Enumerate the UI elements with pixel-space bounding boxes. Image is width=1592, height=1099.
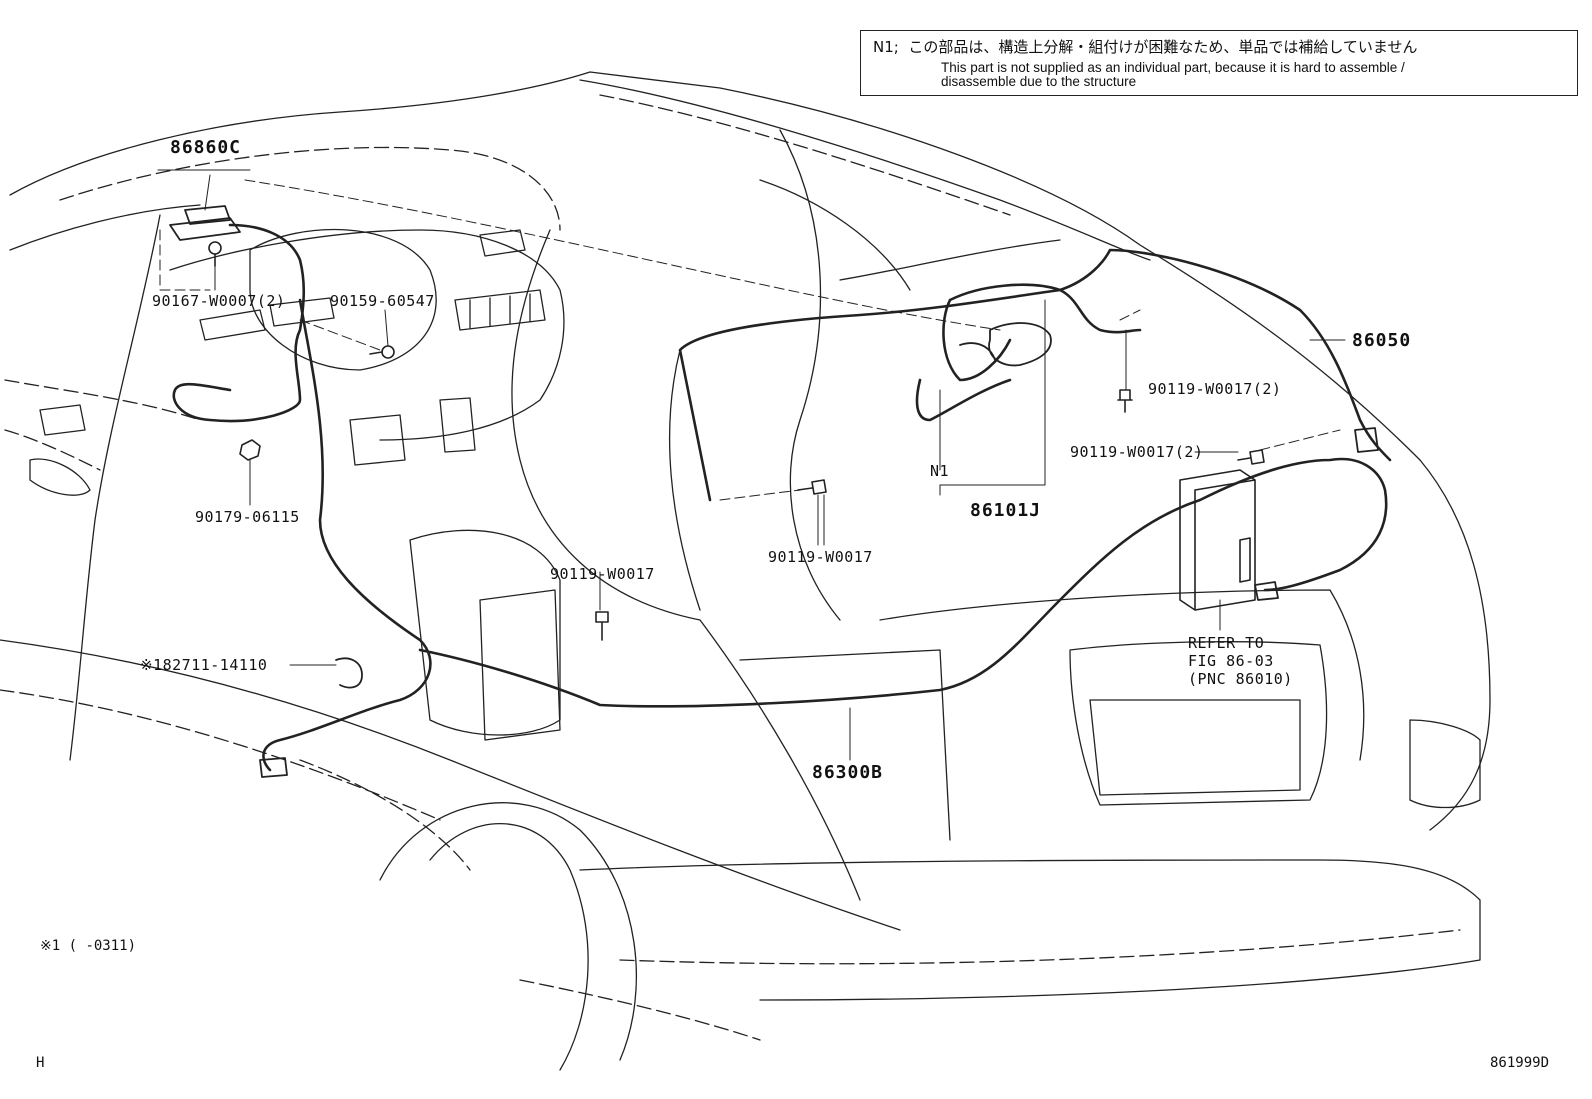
- note-english-line2: disassemble due to the structure: [941, 74, 1137, 89]
- rear-wheel: [429, 823, 589, 1071]
- label-86300B: 86300B: [812, 762, 884, 783]
- license-plate: [1089, 699, 1301, 796]
- body-side-line: [0, 639, 901, 931]
- label-86050: 86050: [1352, 330, 1412, 351]
- label-N1: N1: [930, 462, 950, 480]
- dash-vents: [199, 297, 335, 341]
- shift-lever: [349, 397, 476, 466]
- dashed-ref-2: [299, 319, 381, 351]
- dashed-ref-3: [719, 489, 801, 501]
- dashed-ref-4: [1119, 309, 1141, 321]
- front-pillar: [69, 214, 161, 761]
- corner-marker: H: [36, 1055, 45, 1071]
- dashboard: [169, 229, 565, 441]
- connector-left: [259, 757, 288, 778]
- windshield-pillar: [9, 204, 201, 251]
- label-refer-line2: FIG 86-03: [1188, 652, 1274, 670]
- note-english-line1: This part is not supplied as an individu…: [941, 60, 1405, 75]
- computer-module: [1179, 469, 1256, 611]
- lower-body: [299, 759, 761, 1041]
- nut-90179: [239, 439, 261, 461]
- label-182711-14110: ※182711-14110: [140, 656, 268, 674]
- rear-wheel-arch: [379, 802, 638, 1061]
- leader-86860C: [157, 169, 251, 211]
- figure-code: 861999D: [1490, 1055, 1550, 1071]
- c-pillar: [779, 129, 841, 621]
- rear-door-frame: [668, 349, 701, 611]
- bolt-90119-b: [797, 479, 827, 495]
- connector-rear: [1354, 427, 1379, 453]
- label-90119-W0017-b: 90119-W0017: [768, 548, 873, 566]
- quarter-panel: [699, 619, 861, 901]
- leader-N1: [939, 299, 1046, 486]
- rear-hatch-outline: [1419, 459, 1491, 831]
- mirror: [39, 404, 86, 436]
- label-86101J: 86101J: [970, 500, 1042, 521]
- harness-86860C: [172, 223, 306, 423]
- door-handle: [29, 458, 91, 496]
- dashed-ref-5: [1259, 429, 1341, 451]
- label-86860C: 86860C: [170, 137, 242, 158]
- car-roof-inner: [59, 146, 561, 231]
- bolt-90119-a: [595, 611, 609, 641]
- note-japanese-text: この部品は、構造上分解・組付けが困難なため、単品では補給していません: [908, 38, 1418, 56]
- note-marker: N1;: [873, 38, 899, 56]
- rear-window: [759, 179, 1061, 291]
- console-buttons: [454, 289, 546, 331]
- label-90159-60547: 90159-60547: [330, 292, 435, 310]
- rear-door-line: [739, 649, 951, 841]
- body-side-line-2: [0, 689, 441, 821]
- steering-wheel: [249, 228, 437, 371]
- bolt-90167: [208, 241, 222, 267]
- label-90179-06115: 90179-06115: [195, 508, 300, 526]
- bolt-90119-d: [1237, 449, 1265, 465]
- label-90119-W0017-a: 90119-W0017: [550, 565, 655, 583]
- harness-86300B: [262, 298, 1388, 772]
- front-door-outline: [4, 379, 201, 471]
- note-box: N1; この部品は、構造上分解・組付けが困難なため、単品では補給していません T…: [860, 30, 1578, 96]
- bolt-90119-c: [1117, 389, 1133, 413]
- label-90119-W0017-d: 90119-W0017(2): [1070, 443, 1204, 461]
- clamp-182711: [335, 657, 363, 689]
- grommet-86101J: [959, 322, 1052, 367]
- tail-light: [1409, 719, 1481, 809]
- bumper-lower: [619, 929, 1461, 965]
- leader-90119-b: [817, 494, 825, 546]
- connector-right: [1254, 581, 1279, 601]
- label-90119-W0017-c: 90119-W0017(2): [1148, 380, 1282, 398]
- dashed-ref-1: [244, 179, 1001, 331]
- roof-rail-2: [599, 94, 1011, 216]
- console-unit: [479, 229, 526, 257]
- leader-90159: [384, 309, 389, 347]
- roof-rail: [579, 79, 1151, 261]
- car-roof-outline: [9, 71, 1421, 461]
- dashed-ref-6: [159, 229, 211, 291]
- label-90167-W0007: 90167-W0007(2): [152, 292, 286, 310]
- rear-bumper: [579, 859, 1481, 1001]
- footnote: ※1 ( -0311): [40, 938, 137, 954]
- rear-seat-back: [479, 589, 561, 741]
- b-pillar: [511, 229, 701, 621]
- module-86860C: [169, 205, 241, 241]
- label-refer-line3: (PNC 86010): [1188, 670, 1293, 688]
- rear-seat: [409, 529, 561, 736]
- note-japanese: N1; この部品は、構造上分解・組付けが困難なため、単品では補給していません: [873, 36, 1417, 57]
- license-plate-recess: [1069, 641, 1328, 806]
- note-english: This part is not supplied as an individu…: [941, 61, 1405, 89]
- label-refer-line1: REFER TO: [1188, 634, 1265, 652]
- harness-86050: [678, 248, 1392, 502]
